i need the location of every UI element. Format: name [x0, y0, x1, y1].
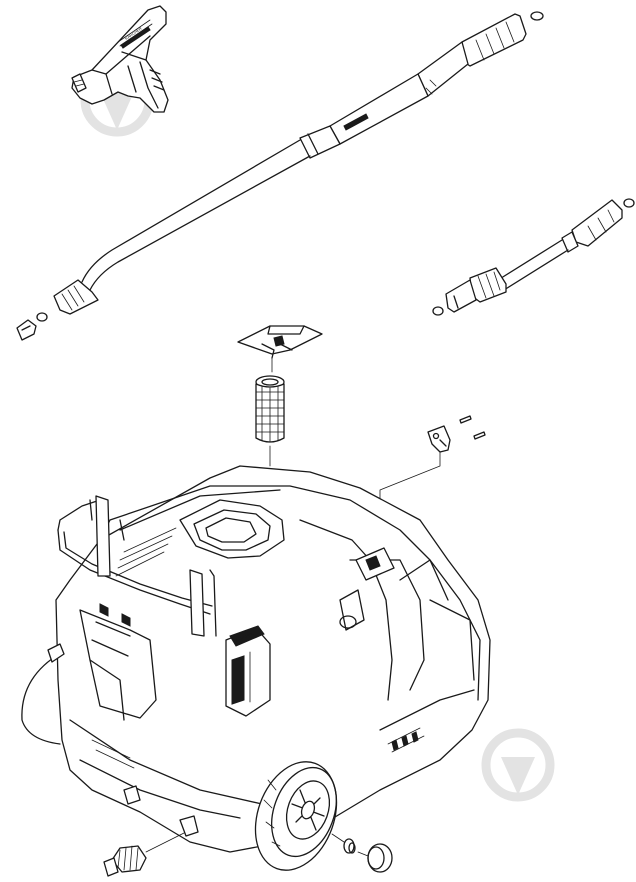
- wheel-cap: [367, 843, 393, 873]
- water-inlet-coupling: [103, 845, 147, 877]
- mounting-bracket: [427, 415, 486, 453]
- wheel-washer: [343, 838, 356, 854]
- watermark-bottom-right: [481, 728, 555, 802]
- filter-cover: [237, 325, 323, 359]
- water-filter: [255, 375, 285, 443]
- spray-lance: KÄRCHER: [53, 13, 527, 315]
- pressure-washer-body: [55, 465, 491, 853]
- spray-nozzle: [16, 319, 37, 341]
- hose-holder: [79, 603, 157, 721]
- short-lance: [432, 198, 635, 316]
- power-cord: [21, 643, 65, 745]
- push-handle: [57, 495, 217, 637]
- inlet-port: [123, 785, 199, 837]
- nameplate-module: KÄRCHER: [225, 625, 271, 717]
- wheel: [254, 761, 338, 871]
- wheel-guide-line: [331, 833, 369, 857]
- inlet-guide-line: [145, 831, 187, 853]
- nozzle-seal-ring: [36, 312, 48, 322]
- gun-seal-ring: [530, 11, 544, 21]
